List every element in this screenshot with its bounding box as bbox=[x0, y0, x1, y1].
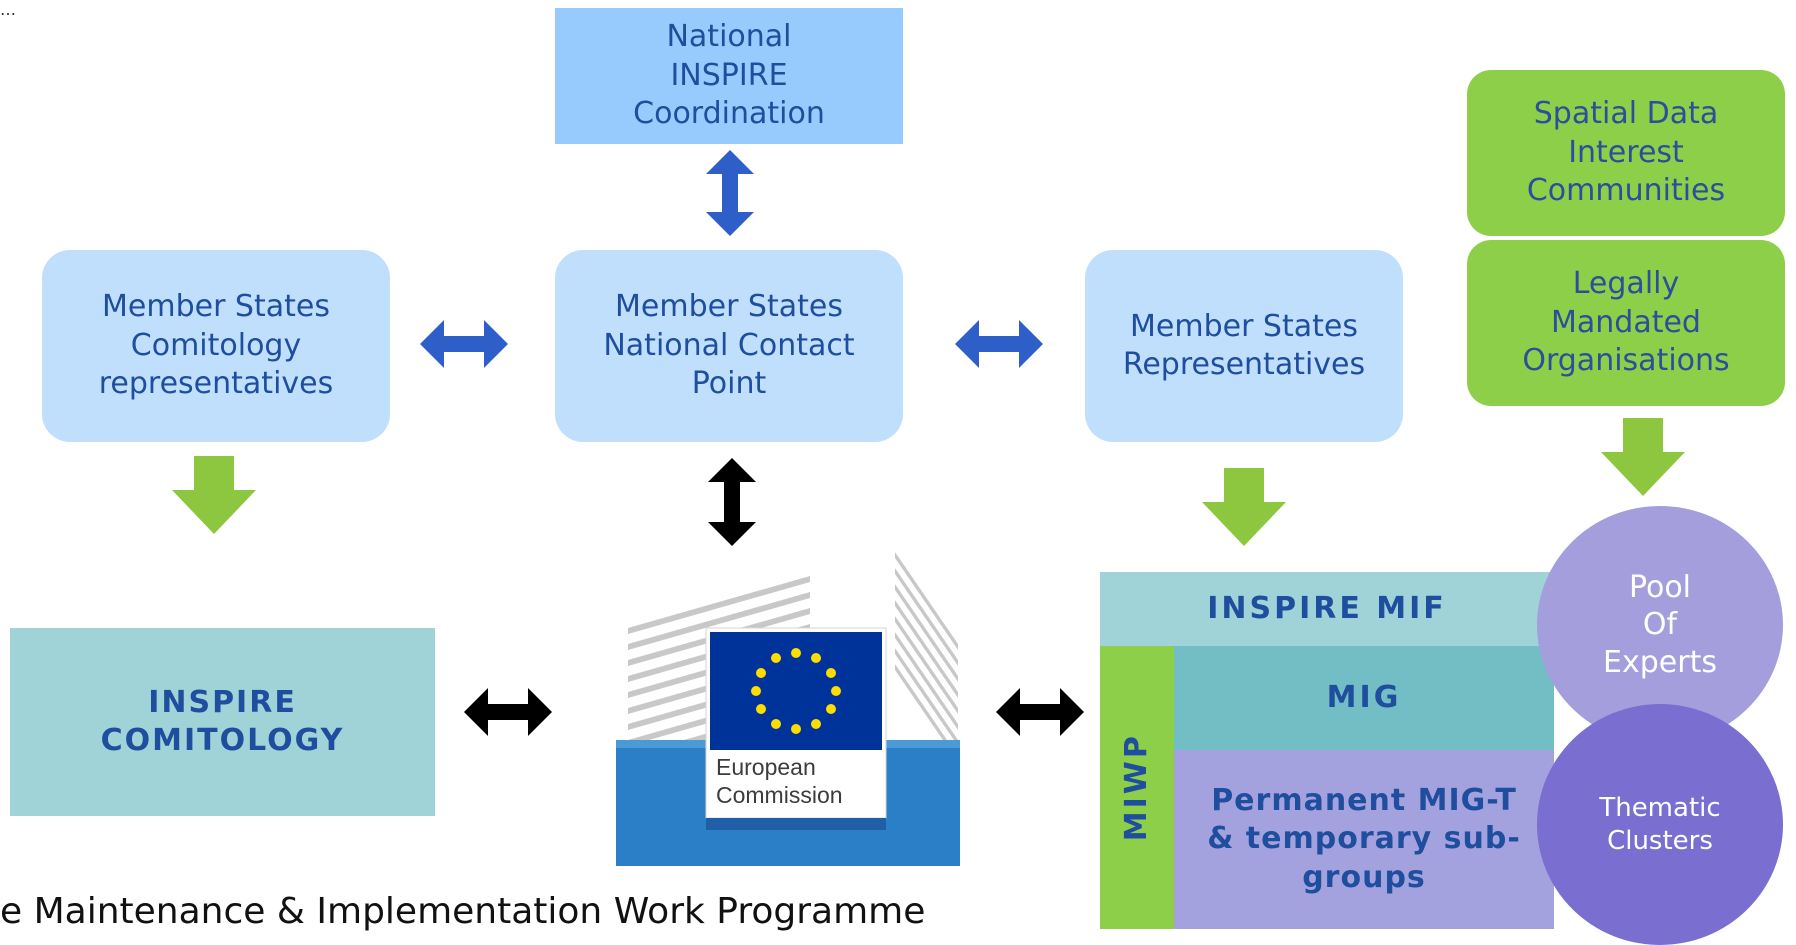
box-line: COMITOLOGY bbox=[100, 723, 345, 758]
box-line: Point bbox=[691, 366, 767, 402]
logo-text-line: European bbox=[716, 754, 816, 780]
circle-line: Experts bbox=[1603, 644, 1717, 680]
mif-label: INSPIRE MIF bbox=[1207, 590, 1447, 626]
double-arrow-horizontal-blue-icon bbox=[420, 320, 508, 368]
box-line: Comitology bbox=[130, 327, 302, 363]
double-arrow-vertical-blue-icon bbox=[706, 150, 754, 236]
inspire-comitology-box: INSPIRE COMITOLOGY bbox=[10, 628, 435, 816]
double-arrow-horizontal-black-icon bbox=[464, 688, 552, 736]
spatial-data-interest-communities-box: Spatial Data Interest Communities bbox=[1467, 70, 1785, 236]
double-arrow-vertical-black-icon bbox=[708, 458, 756, 546]
box-line: Representatives bbox=[1122, 347, 1366, 382]
down-arrow-green-icon bbox=[172, 456, 256, 534]
box-line: Interest bbox=[1568, 134, 1684, 170]
box-line: INSPIRE bbox=[670, 57, 788, 93]
circle-line: Clusters bbox=[1607, 825, 1713, 856]
miwp-label: MIWP bbox=[1118, 733, 1154, 842]
comitology-representatives-box: Member States Comitology representatives bbox=[42, 250, 390, 442]
box-line: Mandated bbox=[1551, 304, 1701, 340]
circle-line: Of bbox=[1642, 607, 1678, 643]
box-line: Member States bbox=[615, 289, 843, 325]
box-line: Permanent MIG-T bbox=[1211, 782, 1517, 818]
down-arrow-green-icon bbox=[1202, 468, 1286, 546]
circle-line: Pool bbox=[1628, 569, 1692, 605]
miwp-bar: MIWP bbox=[1100, 646, 1174, 929]
box-line: National Contact bbox=[603, 327, 855, 363]
mig-box: MIG bbox=[1174, 646, 1554, 750]
legally-mandated-organisations-box: Legally Mandated Organisations bbox=[1467, 240, 1785, 406]
down-arrow-green-icon bbox=[1601, 418, 1685, 496]
box-line: Coordination bbox=[633, 96, 825, 132]
mig-label: MIG bbox=[1326, 679, 1402, 715]
box-line: Spatial Data bbox=[1533, 96, 1719, 132]
european-commission-logo: European Commission bbox=[616, 552, 960, 866]
box-line: & temporary sub- bbox=[1207, 821, 1521, 857]
member-states-representatives-box: Member States Representatives bbox=[1085, 250, 1403, 442]
double-arrow-horizontal-blue-icon bbox=[955, 320, 1043, 368]
box-line: Member States bbox=[1130, 308, 1358, 344]
corner-mark: … bbox=[0, 0, 16, 19]
box-line: INSPIRE bbox=[148, 684, 297, 720]
logo-text-line: Commission bbox=[716, 782, 843, 808]
bottom-caption: e Maintenance & Implementation Work Prog… bbox=[0, 891, 926, 932]
box-line: Legally bbox=[1572, 266, 1680, 302]
double-arrow-horizontal-black-icon bbox=[996, 688, 1084, 736]
box-line: Communities bbox=[1526, 173, 1726, 209]
box-line: Organisations bbox=[1522, 343, 1730, 379]
national-inspire-coordination-box: National INSPIRE Coordination bbox=[555, 8, 903, 144]
eu-stars-icon bbox=[751, 648, 841, 734]
building-right-wing-icon bbox=[895, 552, 958, 762]
box-line: Member States bbox=[102, 289, 330, 325]
box-line: National bbox=[666, 19, 792, 55]
box-line: groups bbox=[1302, 859, 1426, 895]
national-contact-point-box: Member States National Contact Point bbox=[555, 250, 903, 442]
permanent-subgroups-box: Permanent MIG-T & temporary sub- groups bbox=[1174, 750, 1554, 929]
thematic-clusters-circle: Thematic Clusters bbox=[1537, 704, 1783, 945]
box-line: representatives bbox=[98, 366, 334, 402]
circle-line: Thematic bbox=[1599, 793, 1721, 823]
inspire-mif-box: INSPIRE MIF bbox=[1100, 572, 1554, 646]
